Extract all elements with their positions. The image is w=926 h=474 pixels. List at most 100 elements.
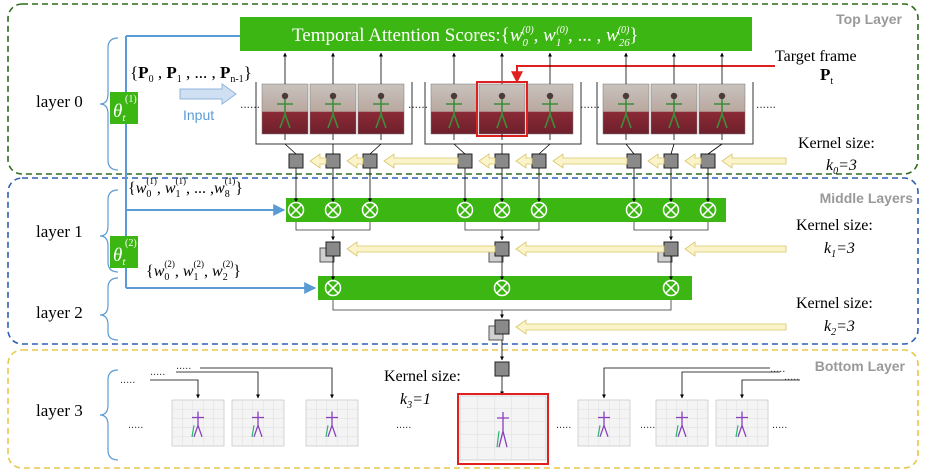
layer-1-brace (99, 189, 119, 273)
conv-unit (288, 153, 304, 169)
weight-sharing-arrow (684, 153, 702, 169)
conv-input-line (369, 143, 382, 155)
person-head (622, 92, 630, 100)
skeleton-overlay (542, 99, 558, 129)
network-mechanics (284, 134, 787, 361)
pose-skeleton (598, 411, 610, 438)
kernel-0-label: Kernel size: (798, 135, 875, 152)
temporal-attention-title: Temporal Attention Scores:{w0(0), w1(0),… (292, 25, 639, 49)
conv-input-line (670, 143, 675, 155)
layer-1-weight-bar (286, 198, 726, 222)
middle-layers-label: Middle Layers (820, 190, 914, 206)
video-frames: ........................ (240, 52, 776, 145)
bottom-layer-label: Bottom Layer (815, 358, 906, 374)
multiply-cross (496, 282, 508, 294)
theta-2-superscript: (2) (125, 238, 137, 249)
ellipsis-dots: ...... (756, 97, 776, 111)
bottom-layer-region (7, 349, 919, 469)
ellipsis-dots: ...... (580, 97, 600, 111)
pose-skeleton (252, 411, 264, 438)
pose-limb (735, 425, 739, 437)
person-head (281, 92, 289, 100)
conv-unit (325, 241, 341, 257)
conv-unit (663, 241, 679, 257)
group-bracket (464, 222, 540, 231)
ellipsis-dots: ..... (770, 363, 785, 375)
layer-0-label: layer 0 (36, 92, 83, 111)
multiply-cross (364, 204, 376, 216)
input-set-label: {P0 , P1 , ... , Pn-1} (130, 63, 252, 85)
conv-unit (457, 153, 473, 169)
weight-sharing-arrow (383, 153, 459, 169)
multiply-cross (628, 204, 640, 216)
weight-sharing-arrow (478, 153, 496, 169)
weight-sharing-arrow (552, 153, 628, 169)
layer-2-brace (99, 277, 119, 341)
pose-connector (602, 367, 770, 399)
ellipsis-dots: ..... (150, 366, 165, 378)
multiply-cross (665, 204, 677, 216)
ellipsis-dots: ..... (128, 419, 143, 431)
theta-1-symbol: θt (113, 101, 126, 124)
pose-limb (496, 431, 500, 448)
kernel-1-value: k1=3 (824, 240, 855, 260)
person-head (670, 92, 678, 100)
target-frame-symbol: Pt (820, 65, 833, 87)
frame-group-bracket (424, 82, 582, 145)
target-frame-label: Target frame (775, 48, 857, 65)
kernel-2-value: k2=3 (824, 318, 855, 338)
kernel-1-label: Kernel size: (796, 217, 873, 234)
conv-input-line (284, 143, 297, 155)
group-bracket (295, 222, 371, 231)
multiply-symbol (361, 201, 379, 219)
ellipsis-dots: ..... (176, 360, 191, 372)
multiply-cross (702, 204, 714, 216)
person-head (450, 92, 458, 100)
conv-unit (494, 241, 510, 257)
pose-connector (150, 379, 200, 399)
temporal-attention-bar (240, 17, 752, 51)
ellipsis-dots: ...... (408, 97, 428, 111)
skeleton-overlay (618, 99, 634, 129)
ellipsis-dots: ..... (640, 419, 655, 431)
pose-3d-box (655, 399, 709, 447)
conv-input-line (538, 143, 551, 155)
input-label: Input (183, 107, 214, 123)
group-bracket (332, 300, 672, 311)
skeleton-overlay (666, 99, 682, 129)
pose-3d-box (715, 399, 769, 447)
pose-limb (675, 425, 679, 437)
ellipsis-dots: ..... (772, 419, 787, 431)
pose-skeleton (192, 411, 204, 438)
conv-unit (494, 319, 510, 335)
person-head (546, 92, 554, 100)
layer-1-label: layer 1 (36, 222, 83, 241)
weight-sharing-arrow (515, 241, 665, 257)
skeleton-overlay (714, 99, 730, 129)
layer-3-label: layer 3 (36, 401, 83, 420)
pose-limb (191, 425, 195, 437)
pose-3d-box (171, 399, 225, 447)
conv-unit (626, 153, 642, 169)
final-conv-unit (494, 361, 510, 377)
multiply-cross (290, 204, 302, 216)
middle-layers-region (7, 177, 919, 345)
multiply-symbol (287, 201, 305, 219)
layer-2-label: layer 2 (36, 303, 83, 322)
multiply-symbol (625, 201, 643, 219)
multiply-cross (459, 204, 471, 216)
pose-skeleton (676, 411, 688, 438)
person-head (498, 92, 506, 100)
weight-sharing-arrow (684, 241, 787, 257)
multiply-symbol (530, 201, 548, 219)
group-bracket (633, 222, 709, 231)
weight-sharing-arrow (309, 153, 327, 169)
layer-0-brace (99, 37, 119, 171)
kernel-2-label: Kernel size: (796, 295, 873, 312)
weights-layer1-label: {w0(1), w1(1), ... ,w8(1)} (128, 176, 243, 200)
weight-sharing-arrow (515, 153, 533, 169)
bottom-layer-poses: ........................................… (120, 360, 800, 465)
theta-1-superscript: (1) (125, 94, 137, 105)
